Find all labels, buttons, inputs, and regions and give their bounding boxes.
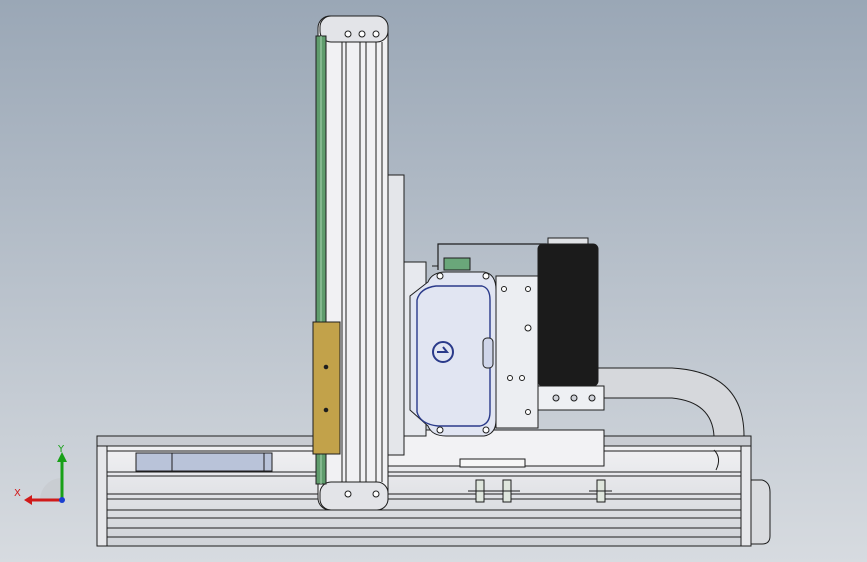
base-linear-axis[interactable] (96, 429, 771, 547)
motor-mount-plate (495, 275, 539, 429)
cable-loop (594, 367, 745, 471)
base-rail-end-right (740, 445, 752, 547)
column-bottom-cap (319, 481, 389, 511)
column-top-cap (319, 15, 389, 43)
triad-z-axis (59, 497, 65, 503)
slider-plate[interactable] (312, 321, 341, 455)
cooling-fan[interactable] (537, 243, 599, 387)
servo-motor-assembly[interactable] (401, 237, 605, 437)
triad-y-label: Y (57, 444, 65, 455)
triad-x-label: X (14, 488, 21, 499)
rail-slot-window (135, 452, 273, 472)
motor-connector (443, 257, 471, 271)
base-end-motor (750, 479, 771, 545)
coordinate-triad: X Y (14, 444, 67, 505)
motor-logo (432, 341, 454, 363)
triad-z-sector (40, 478, 62, 500)
base-rail-end-left (96, 445, 108, 547)
carriage-label-bracket (459, 458, 526, 468)
vertical-linear-axis[interactable] (312, 15, 405, 511)
